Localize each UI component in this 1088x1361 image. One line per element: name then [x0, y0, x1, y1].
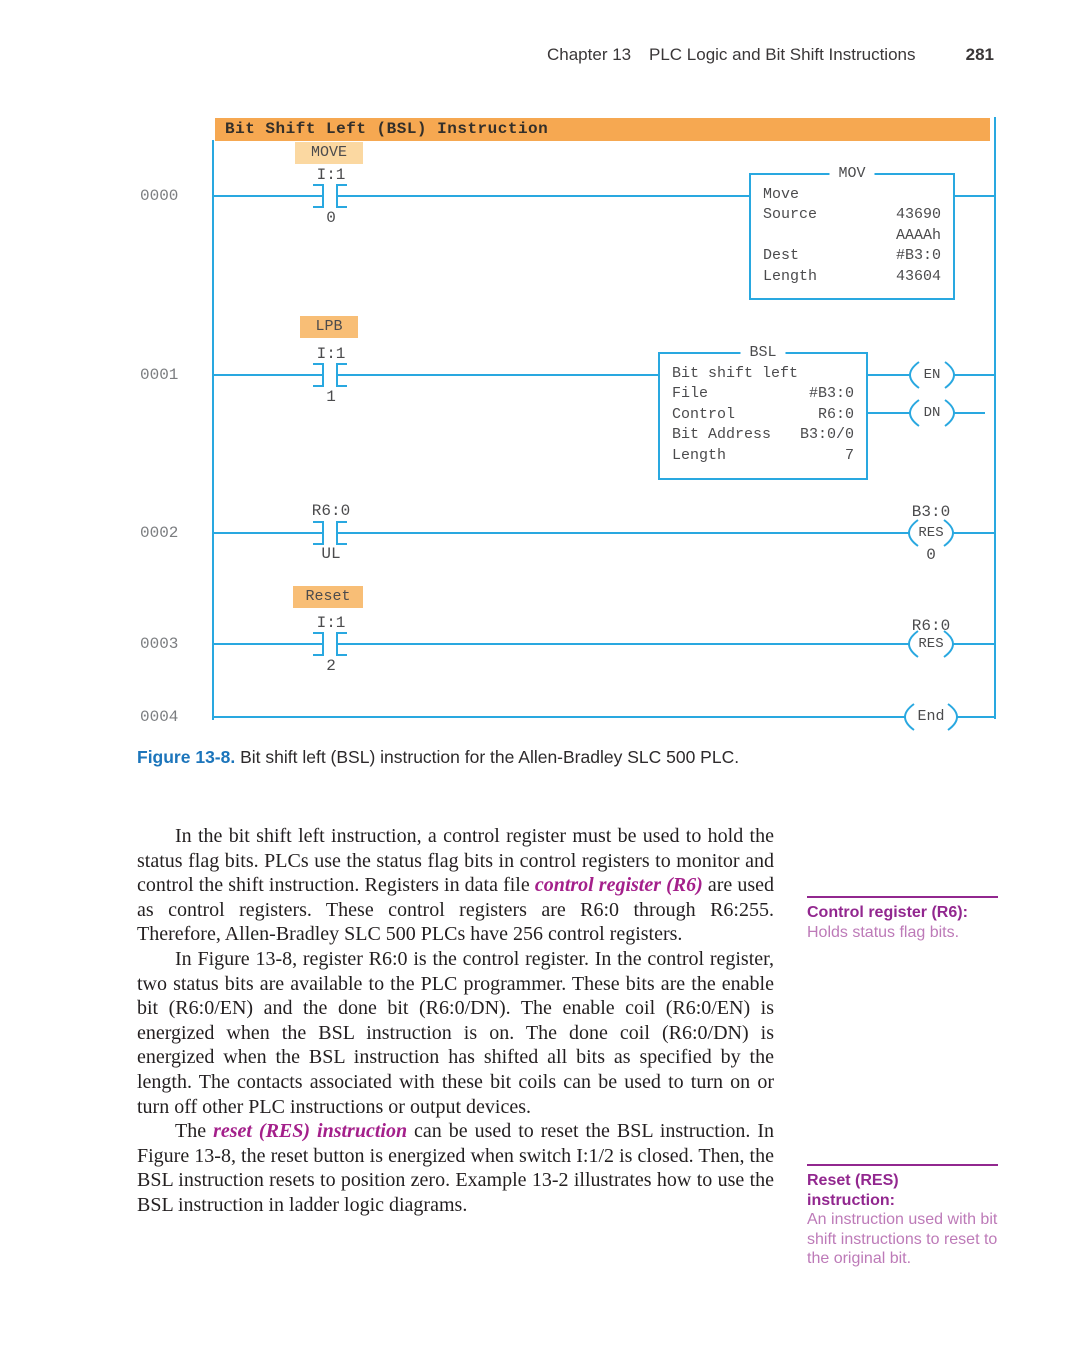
ladder-diagram: Bit Shift Left (BSL) Instruction 0000 00… — [135, 112, 1015, 737]
bsl-box-title: BSL — [740, 344, 786, 361]
rung-number-0002: 0002 — [140, 524, 179, 542]
end-coil-label: End — [917, 708, 945, 725]
tag-label-reset: Reset — [293, 586, 363, 608]
mov-row-value: #B3:0 — [895, 247, 941, 265]
bsl-row-value: R6:0 — [817, 405, 854, 423]
contact-symbol-rung3 — [313, 632, 347, 656]
mov-instruction-box: MOV Move Source 43690 AAAAh Dest #B3:0 L… — [749, 165, 955, 300]
margin-note-term: Reset (RES) instruction: — [807, 1172, 899, 1209]
contact-symbol-rung0 — [313, 184, 347, 208]
bsl-row-label: Control — [672, 405, 736, 423]
bsl-row-label: File — [672, 385, 709, 403]
mov-row-value: 43604 — [895, 267, 941, 285]
bsl-row-file: File #B3:0 — [660, 385, 866, 405]
margin-note-control-register: Control register (R6): Holds status flag… — [807, 896, 998, 942]
figure-caption: Figure 13-8. Bit shift left (BSL) instru… — [137, 747, 897, 768]
running-title: PLC Logic and Bit Shift Instructions — [649, 45, 916, 64]
bsl-row-label: Length — [672, 446, 727, 464]
bsl-row-value: #B3:0 — [808, 385, 854, 403]
paragraph-1-text: are used as control registers. These con… — [137, 874, 775, 946]
keyword-control-register: control register (R6) — [534, 874, 703, 897]
coil-bit-rung2: 0 — [926, 546, 936, 564]
contact-bit-rung1: 1 — [326, 388, 336, 406]
contact-bit-rung3: 2 — [326, 657, 336, 675]
paragraph-1-text: In the bit shift left instruction, a con… — [137, 825, 774, 897]
paragraph-2-text: In Figure 13-8, register R6:0 is the con… — [137, 947, 774, 1118]
bsl-row-length: Length 7 — [660, 447, 866, 467]
paragraph-1: In the bit shift left instruction, a con… — [137, 824, 774, 947]
dn-coil-symbol — [909, 399, 955, 427]
coil-address-rung2: B3:0 — [911, 503, 951, 521]
mov-row-label: Dest — [763, 247, 800, 265]
paragraph-3-text: The — [175, 1120, 214, 1143]
ladder-title-bar: Bit Shift Left (BSL) Instruction — [215, 118, 990, 141]
contact-address-rung0: I:1 — [316, 166, 346, 184]
margin-note-definition: An instruction used with bit shift instr… — [807, 1211, 998, 1267]
ladder-wiring — [212, 117, 996, 731]
rung-number-0003: 0003 — [140, 635, 179, 653]
mov-row-label: Source — [763, 206, 818, 224]
mov-row-dest: Dest #B3:0 — [751, 247, 953, 267]
figure-caption-text: Bit shift left (BSL) instruction for the… — [235, 747, 740, 767]
paragraph-2: In Figure 13-8, register R6:0 is the con… — [137, 947, 774, 1119]
keyword-reset-instruction: reset (RES) instruction — [213, 1120, 408, 1143]
body-text: In the bit shift left instruction, a con… — [137, 824, 774, 1218]
mov-row-move: Move — [751, 186, 953, 206]
contact-symbol-rung2 — [313, 521, 347, 545]
res-coil-label-rung2: RES — [918, 525, 944, 541]
en-coil-symbol — [909, 361, 955, 389]
rung-number-0000: 0000 — [140, 187, 179, 205]
res-coil-symbol-rung2 — [908, 519, 954, 547]
page-number: 281 — [965, 45, 994, 64]
tag-label-move: MOVE — [295, 142, 363, 164]
margin-note-term: Control register (R6): — [807, 904, 968, 921]
margin-note-definition: Holds status flag bits. — [807, 923, 960, 941]
margin-note-reset-instruction: Reset (RES) instruction: An instruction … — [807, 1164, 998, 1269]
bsl-row-name: Bit shift left — [660, 365, 866, 385]
paragraph-3-text: can be used to reset the BSL instruction… — [137, 1120, 774, 1216]
res-coil-symbol-rung3 — [908, 630, 954, 658]
bsl-row-bit-address: Bit Address B3:0/0 — [660, 426, 866, 446]
bsl-row-value: 7 — [844, 446, 854, 464]
end-coil-symbol — [904, 703, 958, 731]
contact-symbol-rung1 — [313, 363, 347, 387]
rung-number-0004: 0004 — [140, 708, 179, 726]
contact-address-rung2: R6:0 — [311, 502, 351, 520]
mov-row-length: Length 43604 — [751, 268, 953, 288]
bsl-row-control: Control R6:0 — [660, 406, 866, 426]
mov-row-value: 43690 — [895, 206, 941, 224]
paragraph-3: The reset (RES) instruction can be used … — [137, 1119, 774, 1217]
bsl-row-label: Bit shift left — [672, 365, 799, 382]
res-coil-label-rung3: RES — [918, 636, 944, 652]
dn-coil-label: DN — [923, 405, 941, 421]
mov-row-hex: AAAAh — [751, 227, 953, 247]
mov-row-label: Move — [763, 186, 800, 203]
tag-label-lpb: LPB — [300, 316, 358, 338]
rung-number-0001: 0001 — [140, 366, 179, 384]
bsl-row-value: B3:0/0 — [799, 426, 854, 444]
mov-row-label: Length — [763, 267, 818, 285]
mov-box-title: MOV — [829, 165, 875, 182]
mov-row-source: Source 43690 — [751, 206, 953, 226]
coil-address-rung3: R6:0 — [911, 617, 951, 635]
mov-row-value: AAAAh — [895, 226, 941, 244]
contact-bit-rung0: 0 — [326, 209, 336, 227]
en-coil-label: EN — [923, 367, 941, 383]
chapter-label: Chapter 13 — [547, 45, 632, 64]
contact-bit-rung2: UL — [321, 545, 341, 563]
bsl-instruction-box: BSL Bit shift left File #B3:0 Control R6… — [658, 344, 868, 480]
contact-address-rung3: I:1 — [316, 614, 346, 632]
bsl-row-label: Bit Address — [672, 426, 772, 444]
figure-caption-label: Figure 13-8. — [137, 747, 236, 767]
contact-address-rung1: I:1 — [316, 345, 346, 363]
